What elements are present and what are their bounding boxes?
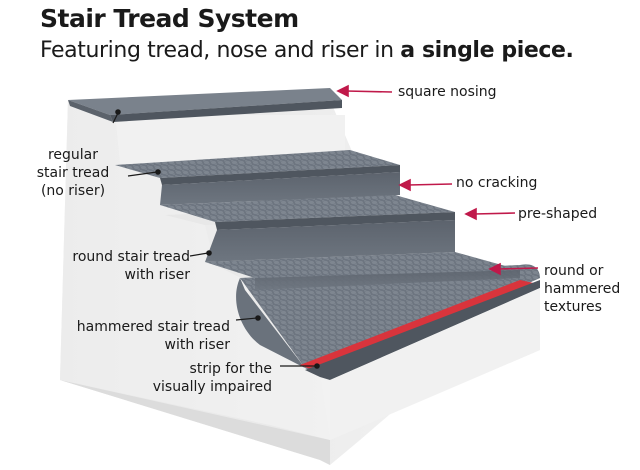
label-regular-tread-line2: stair tread [36,165,110,181]
label-hammered-tread-line1: hammered stair tread [76,319,230,335]
label-no-cracking: no cracking [456,175,538,191]
label-textures: round or hammered textures [544,262,620,316]
label-strip-line2: visually impaired [152,379,272,395]
label-pre-shaped: pre-shaped [518,206,598,222]
step-top-square-nosing [68,88,342,122]
label-regular-tread-line1: regular [47,147,99,163]
label-regular-tread: regular stair tread (no riser) [22,146,124,200]
label-square-nosing: square nosing [398,84,497,100]
label-round-tread: round stair tread with riser [14,248,190,284]
diagram-subtitle: Featuring tread, nose and riser in a sin… [40,38,574,63]
step-regular-tread [115,150,400,185]
subtitle-text: Featuring tread, nose and riser in [40,38,401,63]
label-textures-line3: textures [544,299,602,315]
callout-arrows [336,84,539,276]
label-round-tread-line2: with riser [124,267,190,283]
step-round-tread-riser [160,172,455,230]
leader-lines [112,109,320,369]
label-hammered-tread-line2: with riser [164,337,230,353]
label-hammered-tread: hammered stair tread with riser [14,318,230,354]
label-round-tread-line1: round stair tread [72,249,190,265]
label-strip: strip for the visually impaired [100,360,272,396]
visual-strip [300,280,538,372]
label-strip-line1: strip for the [189,361,272,377]
label-textures-line1: round or [544,263,604,279]
subtitle-emphasis: a single piece. [400,38,574,63]
diagram-title: Stair Tread System [40,4,299,33]
label-textures-line2: hammered [544,281,621,297]
label-regular-tread-line3: (no riser) [40,183,106,199]
step-bottom-with-strip [236,264,540,440]
